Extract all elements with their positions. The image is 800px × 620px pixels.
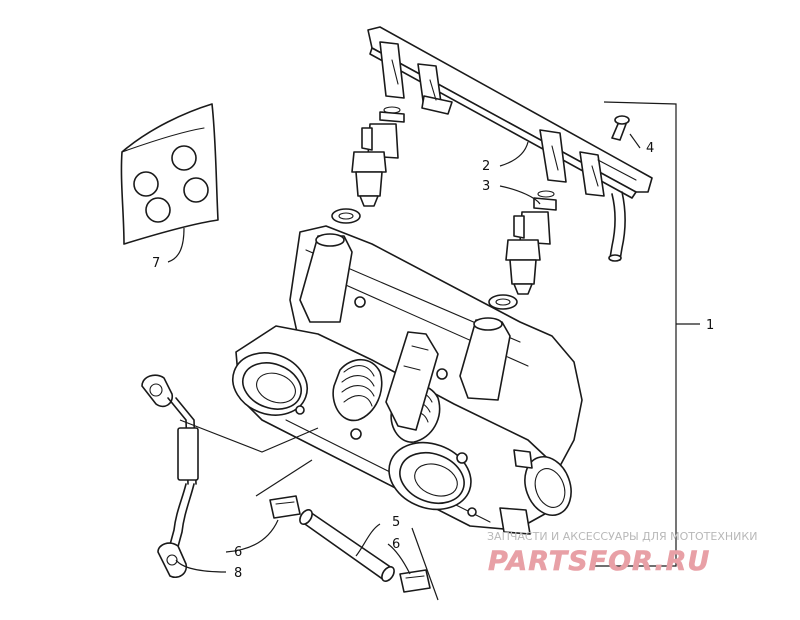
screw <box>611 115 630 141</box>
callout-3: 3 <box>482 179 490 194</box>
watermark-caption: ЗАПЧАСТИ И АКСЕССУАРЫ ДЛЯ МОТОТЕХНИКИ <box>487 530 757 543</box>
callout-4: 4 <box>646 141 654 156</box>
callout-6-right: 6 <box>392 537 400 552</box>
watermark-logo: PARTSFOR.RU <box>488 546 710 577</box>
callout-8: 8 <box>234 566 242 581</box>
callout-7: 7 <box>152 256 160 271</box>
callout-5: 5 <box>392 515 400 530</box>
gasket-kit-bag <box>120 103 219 245</box>
callout-6-left: 6 <box>234 545 242 560</box>
hose-clamp-lower <box>399 569 431 593</box>
sensor-wire <box>141 374 199 579</box>
callout-1: 1 <box>706 318 714 333</box>
fuel-rail <box>367 26 653 262</box>
fuel-injector-right <box>488 190 557 310</box>
hose <box>299 509 395 582</box>
leader-lines <box>167 101 700 601</box>
hose-clamp-upper <box>269 495 301 519</box>
throttle-body <box>232 225 583 535</box>
callout-2: 2 <box>482 159 490 174</box>
fuel-injector-left <box>331 106 405 224</box>
